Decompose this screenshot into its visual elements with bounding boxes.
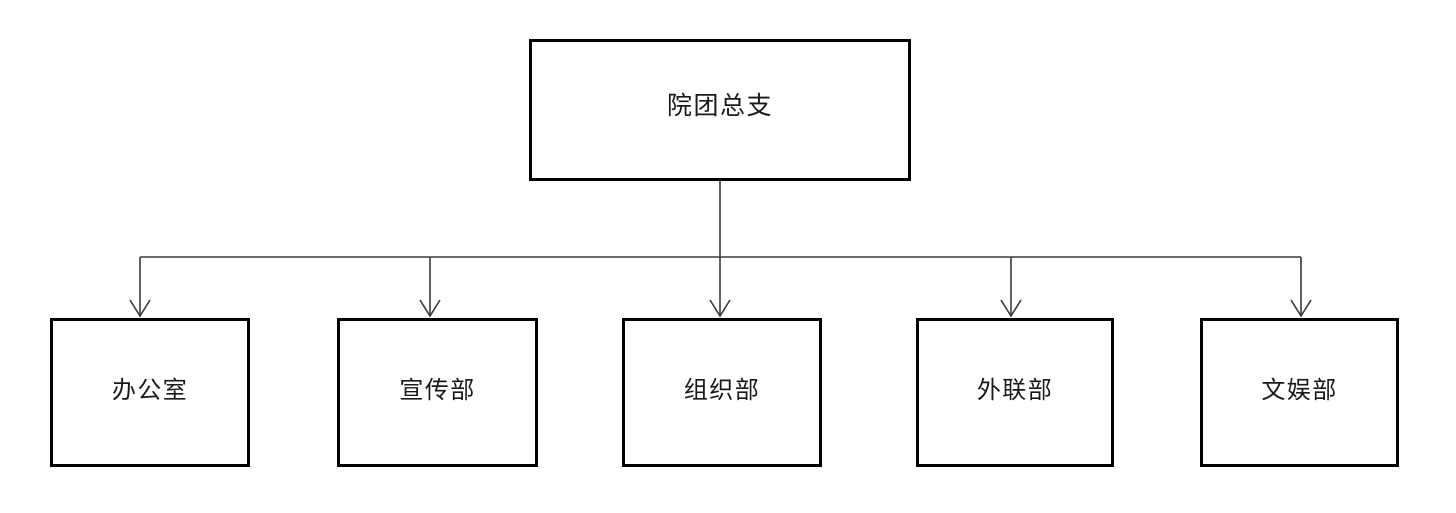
org-node-root[interactable]: 院团总支 — [529, 39, 911, 181]
org-node-root-label: 院团总支 — [666, 92, 773, 120]
org-node-child-1-label: 宣传部 — [399, 377, 476, 404]
org-node-child-1[interactable]: 宣传部 — [337, 318, 538, 467]
org-node-child-4[interactable]: 文娱部 — [1200, 318, 1399, 467]
org-node-child-2[interactable]: 组织部 — [622, 318, 822, 467]
arrowhead-2-icon — [709, 299, 731, 318]
org-node-child-4-label: 文娱部 — [1261, 377, 1338, 404]
org-node-child-3-label: 外联部 — [976, 377, 1054, 404]
org-node-child-3[interactable]: 外联部 — [916, 318, 1114, 467]
arrowhead-4-icon — [1290, 299, 1312, 318]
arrowhead-0-icon — [129, 299, 151, 318]
org-node-child-2-label: 组织部 — [683, 377, 761, 404]
arrowhead-1-icon — [419, 299, 441, 318]
org-node-child-0-label: 办公室 — [111, 377, 189, 404]
org-node-child-0[interactable]: 办公室 — [50, 318, 250, 467]
arrowhead-3-icon — [1000, 299, 1022, 318]
